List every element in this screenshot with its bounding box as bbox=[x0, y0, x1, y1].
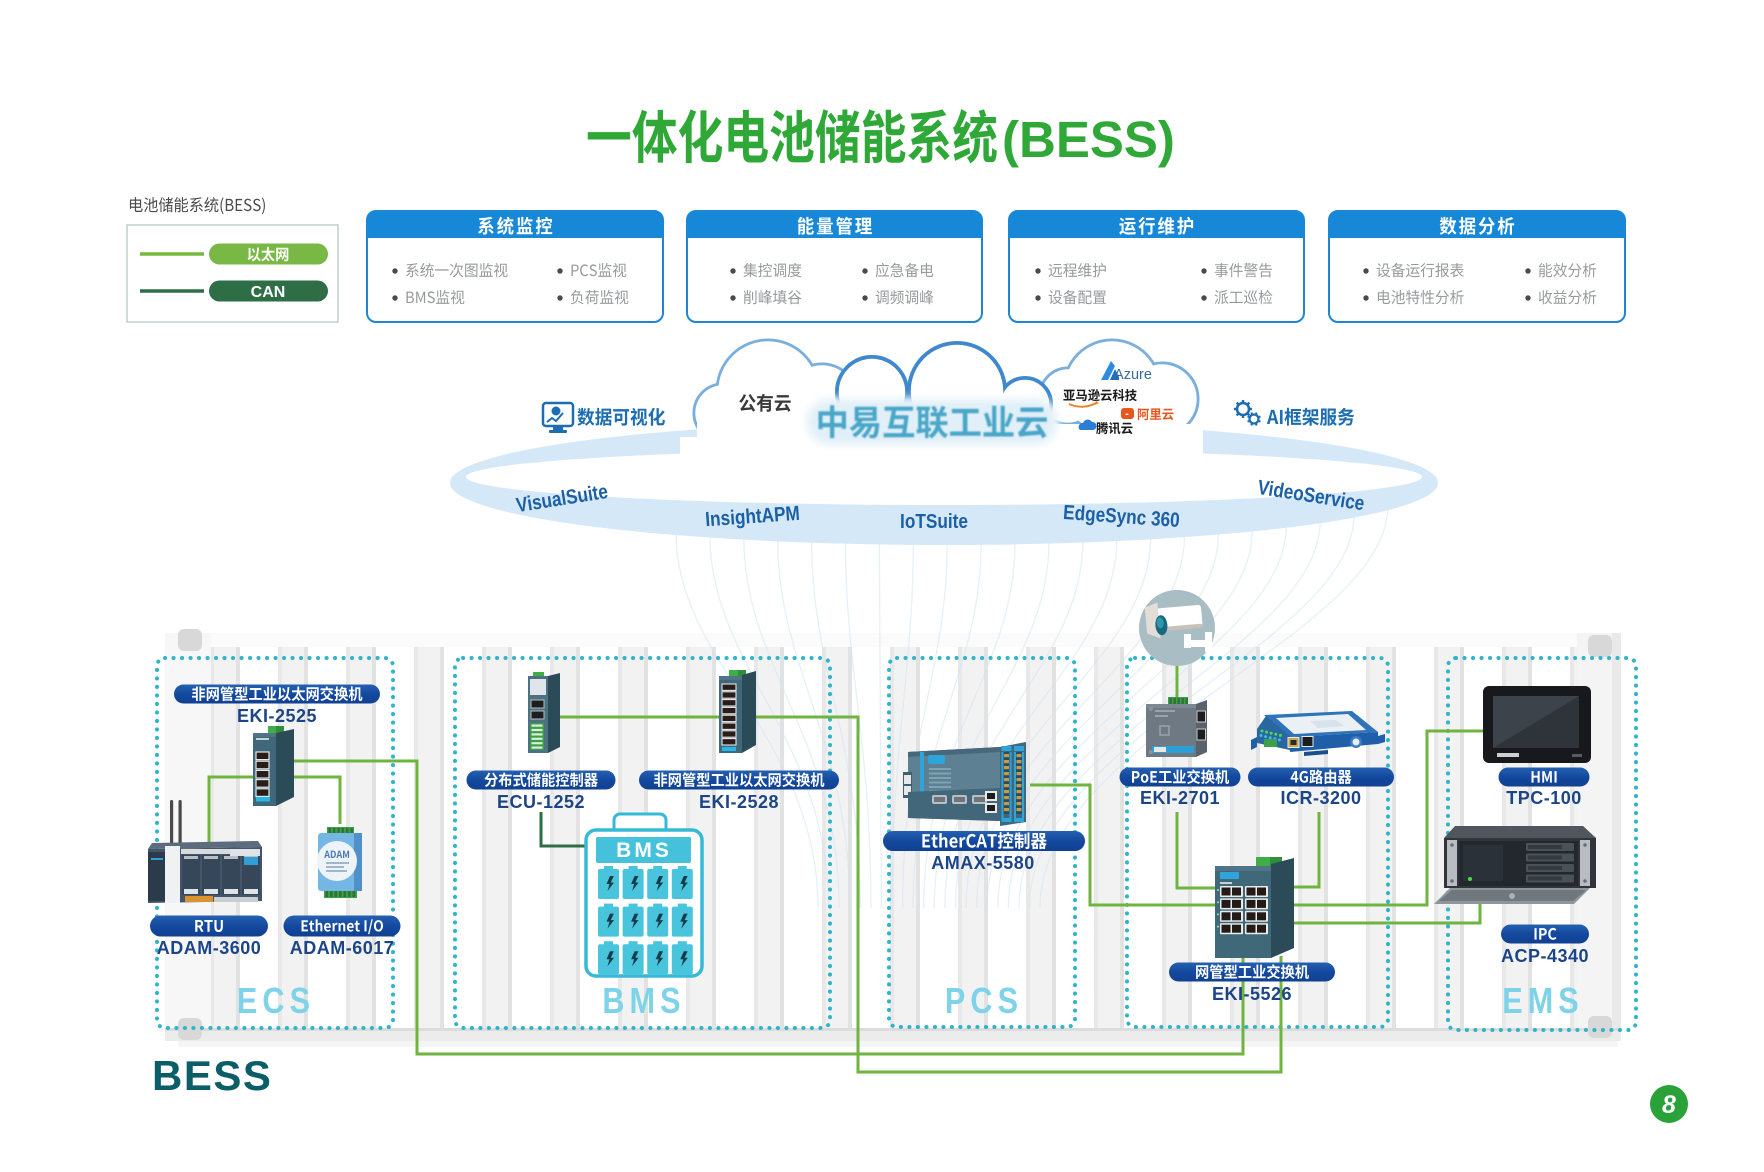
svg-text:BESS: BESS bbox=[152, 1052, 272, 1099]
svg-text:ECS: ECS bbox=[237, 982, 315, 1022]
svg-text:ADAM-3600: ADAM-3600 bbox=[157, 938, 262, 958]
svg-text:ACP-4340: ACP-4340 bbox=[1501, 946, 1589, 966]
svg-text:TPC-100: TPC-100 bbox=[1506, 788, 1582, 808]
svg-text:(BESS): (BESS) bbox=[1002, 111, 1175, 168]
svg-text:PCS: PCS bbox=[945, 982, 1023, 1022]
svg-text:EKI-2528: EKI-2528 bbox=[699, 792, 779, 812]
svg-text:EKI-5526: EKI-5526 bbox=[1212, 984, 1292, 1004]
svg-text:ECU-1252: ECU-1252 bbox=[497, 792, 585, 812]
svg-text:IoTSuite: IoTSuite bbox=[900, 511, 968, 534]
svg-text:CAN: CAN bbox=[251, 284, 286, 301]
svg-text:-: - bbox=[1125, 408, 1129, 420]
svg-text:Azure: Azure bbox=[1114, 367, 1152, 383]
svg-text:BMS: BMS bbox=[616, 839, 672, 862]
svg-text:AMAX-5580: AMAX-5580 bbox=[931, 853, 1035, 873]
svg-text:EKI-2701: EKI-2701 bbox=[1140, 788, 1220, 808]
svg-text:ADAM-6017: ADAM-6017 bbox=[290, 938, 395, 958]
svg-text:EKI-2525: EKI-2525 bbox=[237, 706, 317, 726]
svg-text:BMS: BMS bbox=[602, 982, 685, 1022]
svg-text:EMS: EMS bbox=[1502, 982, 1584, 1022]
svg-text:8: 8 bbox=[1662, 1091, 1676, 1119]
svg-text:ICR-3200: ICR-3200 bbox=[1280, 788, 1361, 808]
